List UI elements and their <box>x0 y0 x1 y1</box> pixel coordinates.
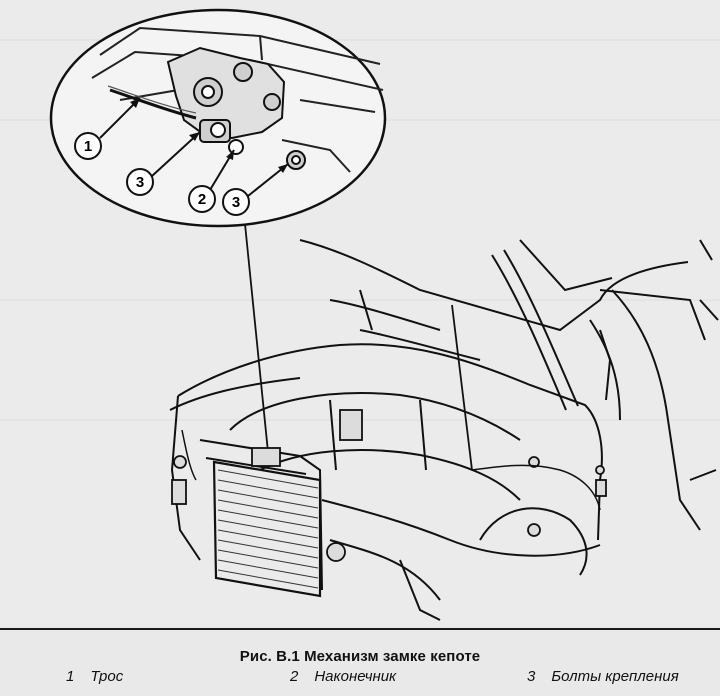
svg-text:1: 1 <box>84 138 92 155</box>
callout-3-right: 3 <box>222 188 250 216</box>
hood-latch-illustration: 1 3 2 3 <box>0 8 720 621</box>
technical-drawing: 1 3 2 3 <box>0 8 720 621</box>
callout-1: 1 <box>74 132 102 160</box>
legend-text: Трос <box>90 668 124 685</box>
latch-detail-view: 1 3 2 3 <box>49 8 387 228</box>
car-front-end <box>169 239 719 621</box>
latch-on-support <box>251 447 281 467</box>
callout-3-left: 3 <box>126 168 154 196</box>
caption-divider <box>0 628 720 630</box>
legend-number: 1 <box>66 668 75 685</box>
legend-number: 2 <box>290 668 299 685</box>
legend-item-bolts: 3 Болты крепления <box>527 668 679 685</box>
callout-2: 2 <box>188 185 216 213</box>
radiator-fins <box>217 469 319 589</box>
legend-text: Наконечник <box>314 668 397 685</box>
svg-text:3: 3 <box>136 174 144 191</box>
legend-item-tip: 2 Наконечник <box>290 668 396 685</box>
svg-text:3: 3 <box>232 194 240 211</box>
legend-number: 3 <box>527 668 536 685</box>
svg-text:2: 2 <box>198 191 206 208</box>
figure-caption: Рис. В.1 Механизм замке кепоте <box>239 648 481 665</box>
detail-connector-line <box>244 223 269 453</box>
legend-item-cable: 1 Трос <box>66 668 123 685</box>
legend-text: Болты крепления <box>551 668 679 685</box>
